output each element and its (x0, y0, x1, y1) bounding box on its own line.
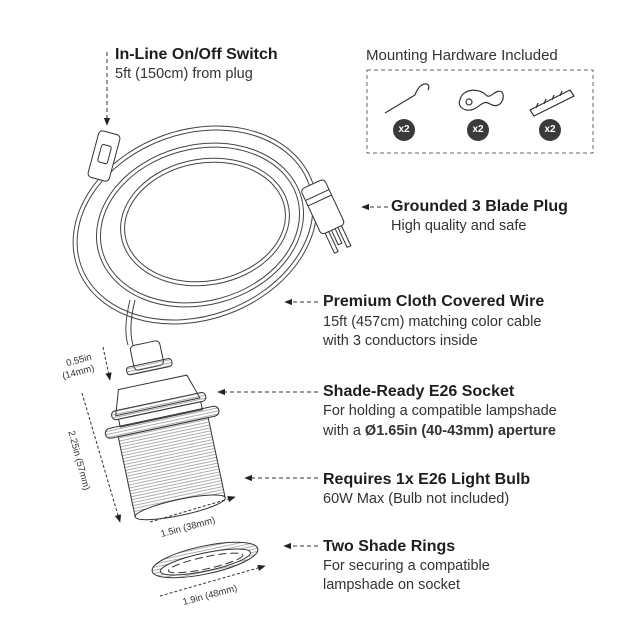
rings-line1: For securing a compatible (323, 558, 490, 574)
socket-line2-prefix: with a (323, 423, 365, 439)
socket-aperture: Ø1.65in (40-43mm) aperture (364, 423, 556, 439)
switch-title: In-Line On/Off Switch (115, 46, 278, 63)
wall-anchor-qty-badge: x2 (539, 119, 561, 141)
wall-anchor-icon (529, 89, 575, 117)
wire-line2: with 3 conductors inside (323, 333, 478, 349)
socket-title: Shade-Ready E26 Socket (323, 383, 515, 400)
plug-title: Grounded 3 Blade Plug (391, 198, 568, 215)
bulb-title: Requires 1x E26 Light Bulb (323, 471, 531, 488)
wire-line1: 15ft (457cm) matching color cable (323, 314, 542, 330)
screw-hook-qty-badge: x2 (393, 119, 415, 141)
coiled-wire (72, 125, 318, 346)
plug-subtitle: High quality and safe (391, 218, 527, 234)
inline-switch (87, 130, 121, 182)
socket-line1: For holding a compatible lampshade (323, 403, 557, 419)
hardware-box (366, 69, 594, 154)
s-hook-icon (458, 89, 504, 111)
switch-subtitle: 5ft (150cm) from plug (115, 66, 253, 82)
hardware-title: Mounting Hardware Included (366, 47, 558, 64)
wire-title: Premium Cloth Covered Wire (323, 293, 545, 310)
bulb-subtitle: 60W Max (Bulb not included) (323, 491, 510, 507)
rings-title: Two Shade Rings (323, 538, 456, 555)
dimension-lines (81, 346, 266, 597)
rings-line2: lampshade on socket (323, 577, 461, 593)
s-hook-qty-badge: x2 (467, 119, 489, 141)
socket-line2: with a Ø1.65in (40-43mm) aperture (323, 422, 556, 441)
plug (301, 179, 352, 254)
shade-ring (151, 541, 259, 579)
e26-socket (104, 340, 226, 521)
screw-hook-icon (384, 83, 430, 114)
